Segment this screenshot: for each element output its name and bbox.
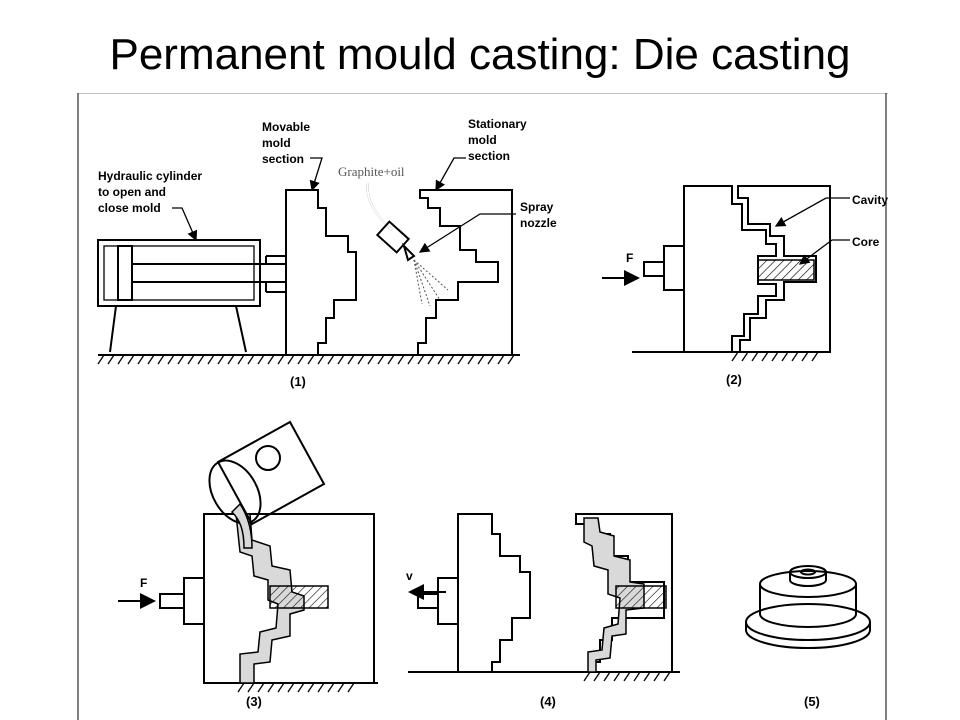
graphite-oil-label: Graphite+oil <box>338 164 405 179</box>
step-2-fixed-half <box>737 185 831 353</box>
step-5-finished-casting: (5) <box>745 565 871 709</box>
step-3-core <box>269 585 329 609</box>
spray-nozzle <box>366 182 449 307</box>
step-3-ladle <box>208 420 326 549</box>
step-4-panel: v (4) <box>406 513 680 709</box>
movable-mold-label: Movable mold section <box>262 120 323 192</box>
step-1-number: (1) <box>290 374 306 389</box>
spray-nozzle-label: Spray nozzle <box>418 200 557 253</box>
stationary-label-line-1: Stationary <box>468 117 527 131</box>
step-2-number: (2) <box>726 372 742 387</box>
step-4-movable-half <box>457 513 531 673</box>
movable-label-line-1: Movable <box>262 120 310 134</box>
step-4-casting <box>583 517 645 673</box>
hydraulic-label-line-3: close mold <box>98 201 161 215</box>
slide-title: Permanent mould casting: Die casting <box>109 30 851 79</box>
step-4-core <box>615 585 667 609</box>
step-3-panel: F (3) <box>118 420 378 709</box>
stationary-label-line-2: mold <box>468 133 497 147</box>
cavity-label: Cavity <box>774 193 888 227</box>
svg-text:Cavity: Cavity <box>852 193 888 207</box>
hydraulic-label-line-1: Hydraulic cylinder <box>98 169 202 183</box>
step-4-velocity-label: v <box>406 569 413 583</box>
step-3-force-label: F <box>140 576 147 590</box>
step-2-panel: F Cavity Core (2) <box>602 185 888 387</box>
movable-label-line-2: mold <box>262 136 291 150</box>
step-4-number: (4) <box>540 694 556 709</box>
step-2-force-label: F <box>626 251 633 265</box>
movable-mold-section <box>285 189 357 356</box>
spray-label-line-2: nozzle <box>520 216 557 230</box>
step-5-number: (5) <box>804 694 820 709</box>
hydraulic-cylinder <box>97 239 286 353</box>
core-label: Core <box>798 235 880 265</box>
svg-text:Core: Core <box>852 235 880 249</box>
hydraulic-cylinder-label: Hydraulic cylinder to open and close mol… <box>98 169 202 242</box>
step-2-core <box>757 259 815 281</box>
spray-label-line-1: Spray <box>520 200 554 214</box>
stationary-mold-label: Stationary mold section <box>435 117 527 192</box>
stationary-label-line-3: section <box>468 149 510 163</box>
stationary-mold-section <box>417 189 513 356</box>
step-1-panel: Graphite+oil Hydraulic cylinder to open … <box>97 117 557 389</box>
step-3-number: (3) <box>246 694 262 709</box>
hydraulic-label-line-2: to open and <box>98 185 166 199</box>
die-casting-diagram: Graphite+oil Hydraulic cylinder to open … <box>77 93 888 720</box>
movable-label-line-3: section <box>262 152 304 166</box>
step-2-movable-half <box>683 185 777 353</box>
